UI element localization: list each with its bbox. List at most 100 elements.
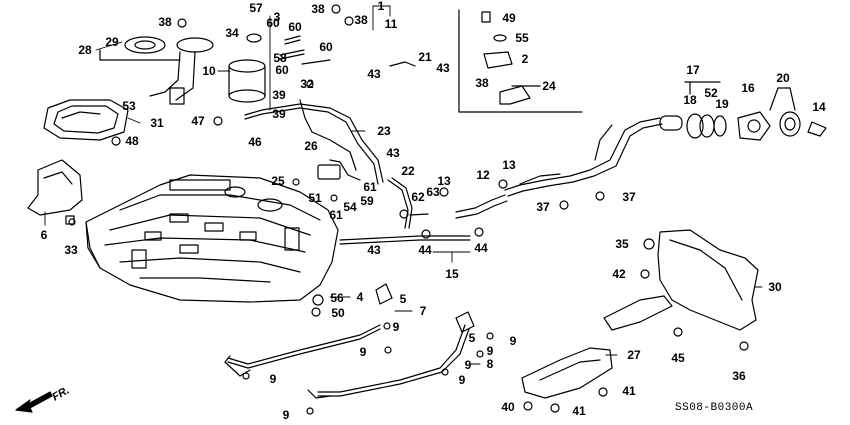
callout-c39b: 39 [272,107,286,121]
callout-c37a: 37 [536,200,550,214]
fasteners [68,4,749,415]
callout-c18: 18 [683,93,697,107]
diagram-code: SS08-B0300A [675,402,754,414]
callout-c22: 22 [401,164,415,178]
callout-c19: 19 [715,97,729,111]
callout-c56: 56 [330,291,344,305]
callout-c38c: 38 [354,13,368,27]
callout-c15: 15 [445,267,459,281]
callout-c9g: 9 [458,373,466,387]
callout-c61a: 61 [363,180,377,194]
front-direction-arrow [15,391,53,413]
callout-c53: 53 [122,99,136,113]
callout-c63: 63 [426,185,440,199]
callout-c38d: 38 [475,76,489,90]
callout-c29: 29 [105,35,119,49]
inset-parts [481,11,541,105]
callout-c27: 27 [627,348,641,362]
callout-c17: 17 [686,63,700,77]
callout-c60b: 60 [288,20,302,34]
callout-c50: 50 [331,306,345,320]
callout-c4: 4 [356,290,364,304]
callout-c25: 25 [271,174,285,188]
callout-c9c: 9 [269,372,277,386]
callout-c10: 10 [202,64,216,78]
callout-c38b: 38 [311,2,325,16]
leader-lines [44,5,763,365]
callout-c5b: 5 [468,331,476,345]
callout-c1: 1 [377,0,385,13]
callout-c44a: 44 [418,243,432,257]
callout-c40: 40 [501,400,515,414]
callout-c55: 55 [515,31,529,45]
callout-c20: 20 [776,71,790,85]
callout-c13a: 13 [502,158,516,172]
callout-c43a: 43 [367,67,381,81]
fuel-tank [85,174,339,303]
callout-c16: 16 [741,81,755,95]
callout-c3: 3 [273,10,281,24]
callout-c30: 30 [768,280,782,294]
callout-c2: 2 [521,52,529,66]
callout-c38a: 38 [158,15,172,29]
callout-c9b: 9 [359,345,367,359]
callout-c5a: 5 [399,292,407,306]
callout-c6: 6 [40,228,48,242]
callout-c31: 31 [150,116,164,130]
filler-hardware [659,81,827,141]
callout-c7: 7 [419,304,427,318]
callout-c57: 57 [249,1,263,15]
callout-c9a: 9 [392,320,400,334]
callout-c11: 11 [384,17,398,31]
callout-c36: 36 [732,369,746,383]
callout-c58: 58 [273,51,287,65]
callout-c43d: 43 [367,243,381,257]
callout-c28: 28 [78,43,92,57]
callout-c9f: 9 [464,358,472,372]
heat-shields [521,229,759,399]
callout-c21: 21 [418,50,432,64]
callout-c14: 14 [812,100,826,114]
callout-c51: 51 [308,191,322,205]
callout-c12: 12 [476,168,490,182]
inset-frame [458,9,583,113]
callout-c42: 42 [612,267,626,281]
callout-c23: 23 [377,124,391,138]
callout-c61b: 61 [329,208,343,222]
callout-c60d: 60 [275,63,289,77]
callout-c37b: 37 [622,190,636,204]
callout-c34: 34 [225,26,239,40]
callout-c33: 33 [64,243,78,257]
callout-c41b: 41 [572,404,586,418]
callout-c48: 48 [125,134,139,148]
fuel-lines [244,35,663,245]
callout-c13b: 13 [437,174,451,188]
callout-c32: 32 [300,77,314,91]
callout-c24: 24 [542,79,556,93]
callout-c26: 26 [304,139,318,153]
callout-c45: 45 [671,351,685,365]
callout-c9h: 9 [282,408,290,422]
fuel-pump-parts [43,33,266,141]
callout-c47: 47 [191,114,205,128]
callout-c62: 62 [411,190,425,204]
callout-c46: 46 [248,135,262,149]
callout-c39a: 39 [272,88,286,102]
callout-c9e: 9 [486,344,494,358]
callout-c43b: 43 [436,61,450,75]
callout-c59: 59 [360,194,374,208]
callout-c8: 8 [486,357,494,371]
callout-c60a: 60 [266,16,280,30]
callout-c52: 52 [704,86,718,100]
callout-c44b: 44 [474,241,488,255]
callout-c35: 35 [615,237,629,251]
left-bracket [27,159,83,225]
callout-c54: 54 [343,200,357,214]
callout-c41a: 41 [622,384,636,398]
callout-c9d: 9 [509,334,517,348]
callout-c43c: 43 [386,146,400,160]
callout-c60c: 60 [319,40,333,54]
callout-c49: 49 [502,11,516,25]
